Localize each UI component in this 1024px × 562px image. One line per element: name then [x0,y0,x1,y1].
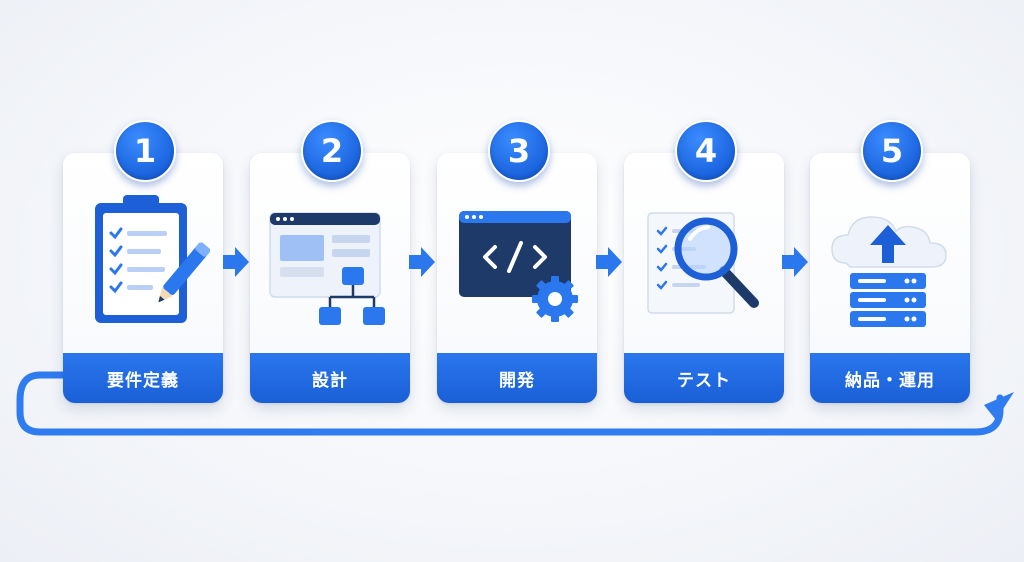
code-window-gear-icon [459,211,578,322]
step-card-5: 納品・運用 [810,153,970,403]
step-card-3: 開発 [437,153,597,403]
step-number-badge: 4 [675,120,737,182]
arrow-right-icon [596,247,622,277]
step-label: 設計 [250,353,410,403]
clipboard-checklist-pencil-icon [95,195,211,323]
step-number-badge: 2 [301,120,363,182]
checklist-magnifier-icon [647,212,759,314]
step-number-badge: 3 [488,120,550,182]
step-label: 納品・運用 [810,353,970,403]
arrow-right-icon [223,247,249,277]
step-label: テスト [624,353,784,403]
step-label: 開発 [437,353,597,403]
arrow-right-icon [409,247,435,277]
step-card-4: テスト [624,153,784,403]
cloud-upload-server-icon [831,216,947,327]
step-card-2: 設計 [250,153,410,403]
wireframe-flowchart-icon [269,212,385,325]
arrow-right-icon [782,247,808,277]
step-label: 要件定義 [63,353,223,403]
step-card-1: 要件定義 [63,153,223,403]
step-number-badge: 1 [114,120,176,182]
step-number-badge: 5 [861,120,923,182]
